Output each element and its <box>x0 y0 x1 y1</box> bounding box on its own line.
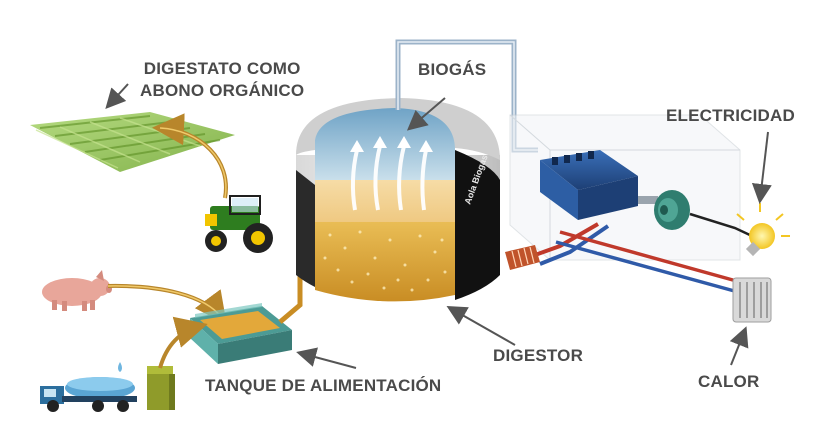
pig-icon <box>42 270 112 311</box>
heat-exchanger-icon <box>505 245 540 270</box>
tractor-icon <box>205 195 273 253</box>
flow-bin-to-tank <box>158 316 208 369</box>
digester-tank: Aola Biogas <box>296 98 500 302</box>
feed-bin-icon <box>147 366 175 410</box>
engine-icon <box>540 150 638 220</box>
cold-pipe <box>539 224 610 266</box>
radiator-icon <box>732 277 772 323</box>
label-digestate: DIGESTATO COMO ABONO ORGÁNICO <box>140 58 304 102</box>
generator-icon <box>638 190 690 230</box>
pointer-biogas <box>406 97 446 131</box>
label-heat: CALOR <box>698 372 760 391</box>
pointer-heat <box>729 326 749 366</box>
label-feed-tank: TANQUE DE ALIMENTACIÓN <box>205 376 442 395</box>
lightbulb-icon <box>736 203 790 257</box>
label-digestate-line2: ABONO ORGÁNICO <box>140 81 305 100</box>
label-digester: DIGESTOR <box>493 346 584 365</box>
feed-tank <box>190 303 292 364</box>
label-electricity: ELECTRICIDAD <box>666 106 795 125</box>
pointer-digestate <box>105 83 129 109</box>
hot-pipe-radiator <box>559 230 741 284</box>
label-biogas: BIOGÁS <box>418 60 487 79</box>
water-truck-icon <box>40 362 137 412</box>
pointer-feed-tank <box>296 347 357 369</box>
hot-pipe <box>534 222 600 257</box>
label-digestate-line1: DIGESTATO COMO <box>143 59 301 78</box>
cold-pipe-radiator <box>555 240 739 294</box>
pointer-digester <box>446 306 516 346</box>
power-wire <box>689 212 753 238</box>
pointer-electricity <box>751 131 772 204</box>
